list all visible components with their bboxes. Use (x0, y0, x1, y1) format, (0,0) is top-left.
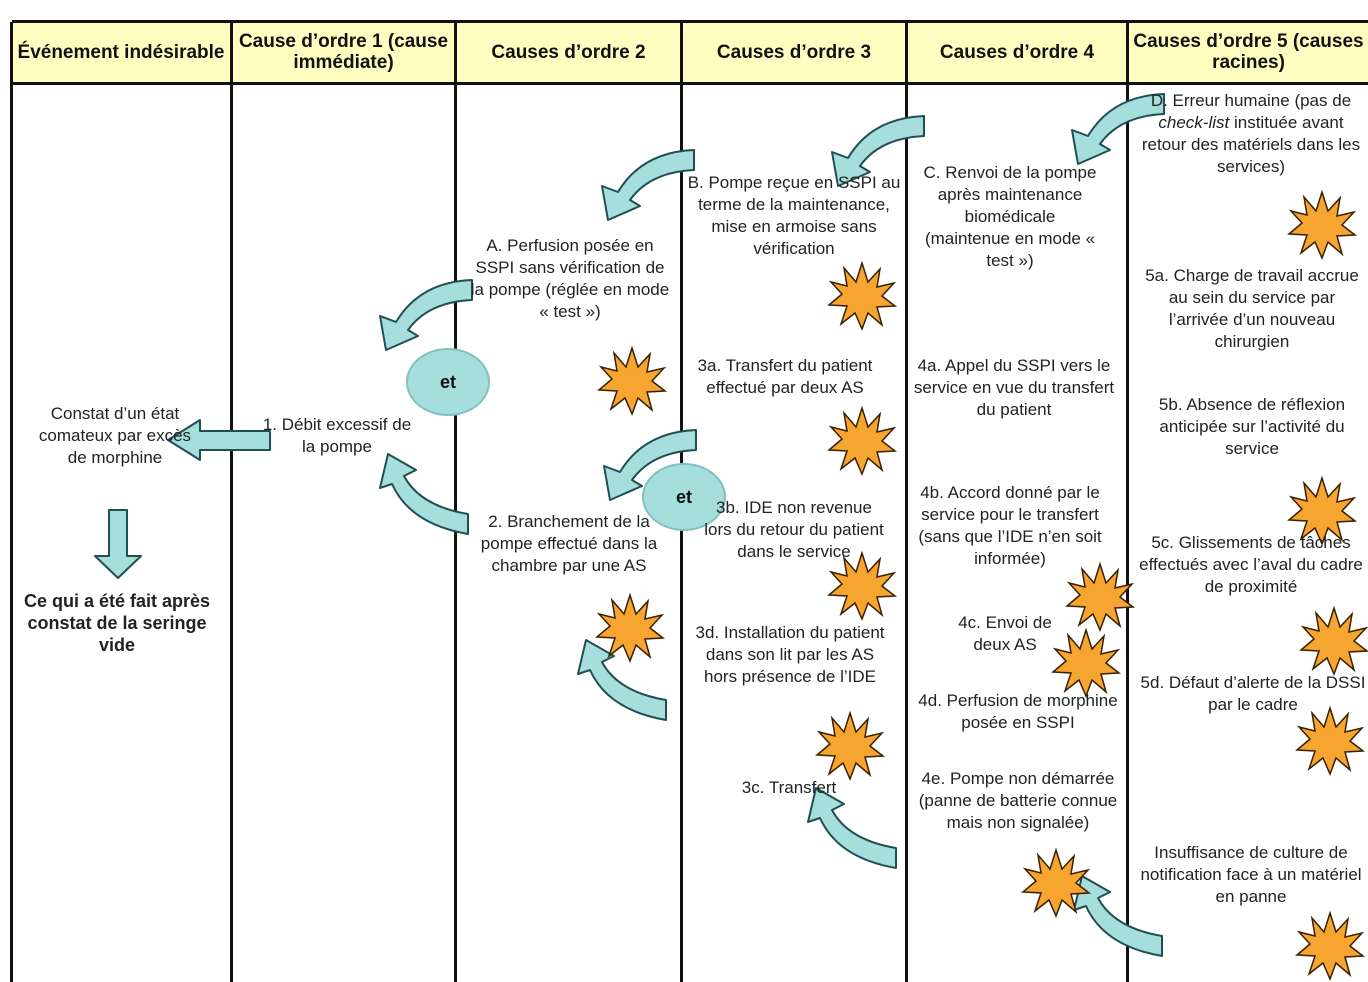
column-divider (230, 22, 233, 982)
header-evenement: Événement indésirable (12, 22, 230, 82)
column-divider (454, 22, 457, 982)
cause-A: A. Perfusion posée en SSPI sans vérifica… (470, 236, 670, 321)
cause-4b: 4b. Accord donné par le service pour le … (918, 483, 1102, 568)
burst-icon (816, 712, 884, 780)
column-divider (10, 22, 13, 982)
column-divider (905, 22, 908, 982)
cause-4e: 4e. Pompe non démarrée (panne de batteri… (918, 769, 1118, 832)
header-ordre-2: Causes d’ordre 2 (457, 22, 680, 82)
top-rule (12, 20, 1368, 23)
cause-D: D. Erreur humaine (pas de check-list ins… (1134, 90, 1368, 178)
cause-3d: 3d. Installation du patient dans son lit… (695, 623, 885, 686)
et-connector: et (642, 463, 726, 531)
column-divider (1126, 22, 1129, 982)
burst-icon (828, 262, 896, 330)
cause-1: 1. Débit excessif de la pompe (262, 415, 412, 456)
cause-5d: 5d. Défaut d’alerte de la DSSI par le ca… (1140, 673, 1366, 714)
arrow-down-action (94, 509, 142, 579)
cause-4d: 4d. Perfusion de morphine posée en SSPI (918, 691, 1118, 732)
cause-insuffisance: Insuffisance de culture de notification … (1140, 843, 1362, 906)
header-rule (12, 82, 1368, 85)
cause-D-emphasis: check-list (1158, 113, 1230, 132)
event-action: Ce qui a été fait après constat de la se… (23, 591, 211, 655)
burst-icon (1296, 912, 1364, 980)
burst-icon (1288, 191, 1356, 259)
curved-arrow (577, 639, 667, 721)
cause-4c: 4c. Envoi de deux AS (958, 613, 1052, 654)
cause-B: B. Pompe reçue en SSPI au terme de la ma… (687, 173, 901, 258)
arrow-to-event (167, 419, 271, 461)
cause-C: C. Renvoi de la pompe après maintenance … (923, 163, 1097, 270)
curved-arrow (807, 787, 897, 869)
cause-4a: 4a. Appel du SSPI vers le service en vue… (913, 356, 1115, 419)
cause-D-text: D. Erreur humaine (pas de (1150, 91, 1352, 110)
cause-5a: 5a. Charge de travail accrue au sein du … (1145, 266, 1359, 351)
curved-arrow (601, 149, 695, 221)
curved-arrow (379, 279, 473, 351)
header-ordre-4: Causes d’ordre 4 (908, 22, 1126, 82)
header-ordre-3: Causes d’ordre 3 (683, 22, 905, 82)
event-constat: Constat d’un état comateux par excès de … (38, 404, 192, 467)
cause-5b: 5b. Absence de réflexion anticipée sur l… (1158, 395, 1346, 458)
cause-3a: 3a. Transfert du patient effectué par de… (697, 356, 873, 397)
header-ordre-1: Cause d’ordre 1 (cause immédiate) (233, 22, 454, 82)
burst-icon (598, 347, 666, 415)
cause-3c: 3c. Transfert (741, 778, 837, 797)
header-ordre-5: Causes d’ordre 5 (causes racines) (1129, 22, 1368, 82)
cause-D-text-end: instituée avant retour des matériels dan… (1141, 113, 1361, 176)
cause-3b: 3b. IDE non revenue lors du retour du pa… (704, 498, 884, 561)
cause-2: 2. Branchement de la pompe effectué dans… (480, 512, 658, 575)
burst-icon (1300, 607, 1368, 675)
burst-icon (1066, 563, 1134, 631)
curved-arrow (379, 453, 469, 535)
cause-5c: 5c. Glissements de tâches effectués avec… (1139, 533, 1363, 596)
burst-icon (828, 407, 896, 475)
et-connector: et (406, 348, 490, 416)
burst-icon (1296, 707, 1364, 775)
